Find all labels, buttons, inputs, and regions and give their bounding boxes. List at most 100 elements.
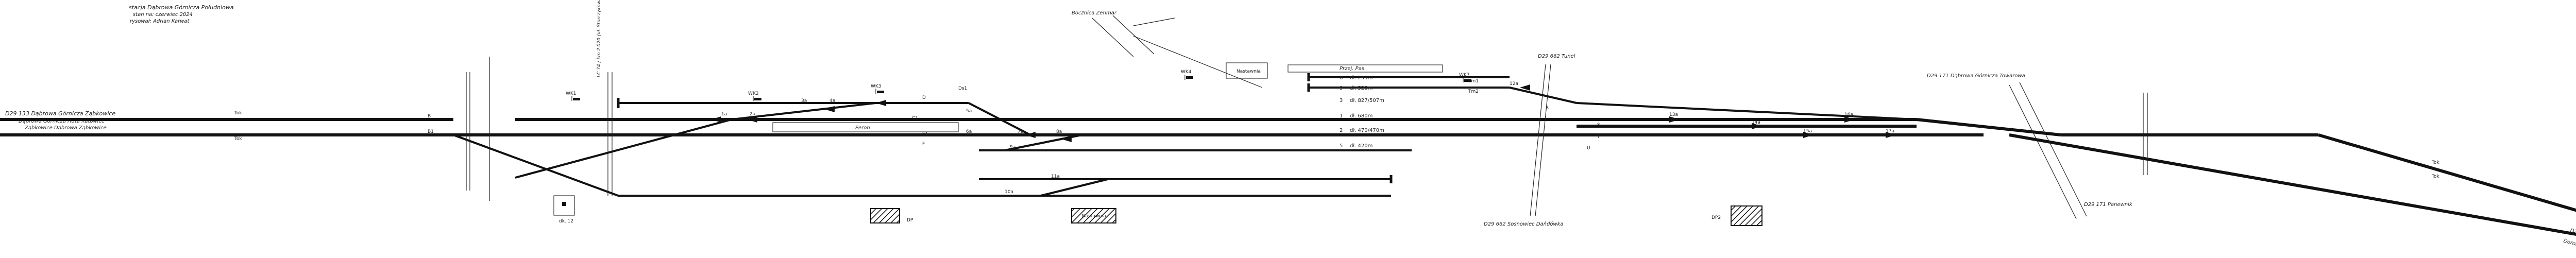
switch-2a: 2a bbox=[750, 112, 755, 117]
diagram-header: stacja Dąbrowa Górnicza Południowa stan … bbox=[129, 4, 234, 24]
pas-box bbox=[1287, 64, 1443, 73]
signal-b1: B1 bbox=[428, 129, 434, 134]
main-tracks bbox=[0, 15, 2576, 236]
track-info-4: dł. 470/470m bbox=[1350, 128, 1384, 133]
signal-d: D bbox=[922, 95, 926, 100]
signal-tm1: Tm1 bbox=[1468, 79, 1479, 84]
signal-wk1: WK1 bbox=[566, 91, 580, 101]
signal-e1: E1 bbox=[922, 131, 928, 136]
line-133-left-label: D29 133 Dąbrowa Górnicza Ząbkowice bbox=[5, 110, 115, 117]
switch-marker bbox=[1803, 132, 1814, 138]
switch-marker bbox=[1520, 84, 1530, 91]
pas-label: Przej. Pas bbox=[1340, 66, 1364, 72]
switch-labels: 1a 2a 3a 4a 5a 6a 7a 8a 9a 10a 11a 12a 1… bbox=[721, 81, 1894, 195]
track-right-upper-diag bbox=[2318, 133, 2576, 212]
trzebinia-label: Dorota pzdr [Sosnowiec Maczki] bbox=[2563, 238, 2576, 258]
switch-7a: 7a bbox=[1018, 129, 1023, 134]
switch-17a: 17a bbox=[1886, 129, 1894, 134]
switch-4a: 4a bbox=[829, 98, 835, 104]
signal-t: T bbox=[1597, 134, 1600, 140]
buffers bbox=[617, 73, 1393, 183]
km-building bbox=[553, 195, 575, 216]
switch-marker bbox=[1025, 132, 1036, 138]
signal-box-dp2 bbox=[1731, 205, 1762, 226]
line-171-bottom-label: D29 171 Panewnik bbox=[2084, 202, 2133, 208]
bocznica-building-label: Nastawnia bbox=[1236, 69, 1261, 74]
svg-text:WK1: WK1 bbox=[566, 91, 577, 96]
switch-marker bbox=[1844, 116, 1855, 123]
connector-g bbox=[1509, 87, 1577, 104]
track-number-2: 2 bbox=[1340, 128, 1343, 133]
signal-ds1: Ds1 bbox=[958, 86, 967, 91]
author-credit: rysował: Adrian Karwat bbox=[130, 19, 190, 24]
svg-text:WK7: WK7 bbox=[1459, 73, 1470, 78]
line-662-bottom-label: D29 662 Sosnowiec Dańdówka bbox=[1484, 221, 1564, 227]
track-number-8: 8 bbox=[1340, 75, 1343, 81]
signal-wk3: WK3 bbox=[871, 84, 884, 94]
switch-14a: 14a bbox=[1752, 120, 1760, 125]
km-building-label: dk. 12 bbox=[559, 219, 573, 224]
track-right-merge bbox=[1916, 118, 2061, 136]
line-133-right-label: D29 133 Kraków Główny bbox=[2569, 227, 2576, 251]
connector-e bbox=[1040, 178, 1108, 197]
track-info-1: dł. 520m bbox=[1350, 85, 1372, 91]
connector-h bbox=[1576, 102, 1917, 121]
signal-tm2: Tm2 bbox=[1468, 89, 1479, 94]
switch-6a: 6a bbox=[966, 129, 972, 134]
line-171-top-label: D29 171 Dąbrowa Górnicza Towarowa bbox=[1927, 73, 2025, 79]
signals: WK1 WK2 WK3 WK4 WK7 bbox=[566, 70, 1471, 101]
bocznica-cross-2 bbox=[1112, 15, 1155, 55]
track-number-1: 1 bbox=[1340, 113, 1343, 119]
signal-u: U bbox=[1587, 146, 1590, 151]
tok-signal-2: Tok bbox=[234, 136, 242, 142]
signal-wk4: WK4 bbox=[1181, 70, 1193, 80]
svg-text:WK4: WK4 bbox=[1181, 70, 1192, 75]
switch-marker bbox=[711, 116, 721, 123]
svg-text:WK3: WK3 bbox=[871, 84, 882, 89]
line-171-crossing bbox=[2019, 82, 2087, 217]
switch-12a: 12a bbox=[1510, 81, 1518, 87]
km-label: LC 74 / km 2.020 (ul. Storczykowa) bbox=[597, 0, 602, 77]
track-number-9: 9 bbox=[1340, 85, 1343, 91]
switch-marker bbox=[1061, 136, 1072, 142]
svg-text:WK2: WK2 bbox=[748, 91, 759, 96]
platform-label: Peron bbox=[855, 125, 870, 131]
switch-marker bbox=[1886, 132, 1896, 138]
track-info-5: dł. 420m bbox=[1350, 143, 1372, 149]
track-numbers: 8 9 3 1 2 5 bbox=[1340, 75, 1343, 149]
switch-marker bbox=[747, 116, 757, 123]
connector-c bbox=[968, 102, 1031, 136]
connector-f bbox=[453, 134, 619, 197]
tok-signal-1: Tok bbox=[234, 111, 242, 116]
platform: Peron bbox=[772, 122, 959, 132]
bridge-662-1 bbox=[1530, 64, 1546, 217]
bridge-662-2 bbox=[1535, 64, 1551, 217]
switch-marker bbox=[876, 100, 886, 106]
signal-wk7: WK7 bbox=[1459, 73, 1471, 82]
track-number-3: 3 bbox=[1340, 98, 1343, 104]
switch-markers bbox=[711, 84, 1896, 142]
line-171-crossing-2 bbox=[2009, 84, 2077, 219]
bridges bbox=[466, 57, 2148, 217]
dp2-label: DP2 bbox=[1711, 215, 1721, 220]
switch-11a: 11a bbox=[1051, 174, 1060, 179]
nastawnia-building bbox=[1071, 208, 1116, 223]
zabkowice-label: Ząbkowice Dąbrowa Ząbkowice bbox=[24, 125, 107, 131]
switch-1a: 1a bbox=[721, 112, 727, 117]
signal-b: B bbox=[428, 114, 431, 119]
signal-s: S bbox=[1597, 123, 1600, 128]
switch-8a: 8a bbox=[1056, 129, 1062, 134]
buildings: dk. 12 DP Nastawnia Nastawnia DP2 Przej.… bbox=[553, 62, 1762, 226]
bocznica-label: Bocznica Zenmar bbox=[1072, 10, 1117, 16]
switch-10a: 10a bbox=[1005, 190, 1013, 195]
connector-a bbox=[515, 118, 732, 179]
signal-box-dp bbox=[870, 208, 900, 223]
signal-wk2: WK2 bbox=[748, 91, 761, 101]
nastawnia-label: Nastawnia bbox=[1082, 214, 1106, 219]
switch-marker bbox=[1752, 123, 1762, 129]
track-info-0: dł. 299m bbox=[1350, 75, 1372, 81]
dp-label: DP bbox=[907, 218, 913, 223]
station-title: stacja Dąbrowa Górnicza Południowa bbox=[129, 4, 234, 11]
track-number-5: 5 bbox=[1340, 143, 1343, 149]
